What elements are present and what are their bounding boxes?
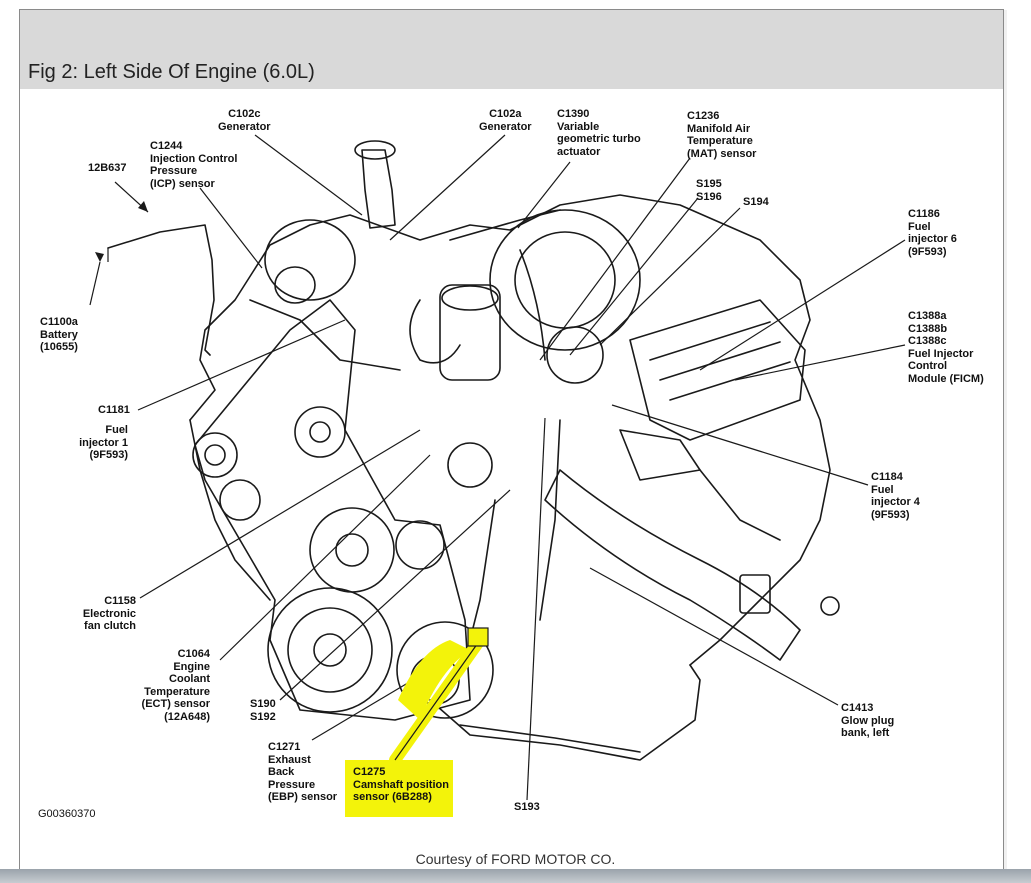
camshaft-sensor-highlight xyxy=(345,760,453,817)
figure-header xyxy=(20,10,1003,89)
label-c1275: C1275 Camshaft position sensor (6B288) xyxy=(353,766,449,803)
label-c1186: C1186 Fuel injector 6 (9F593) xyxy=(908,208,957,258)
label-fuel-injector-1: Fuel injector 1 (9F593) xyxy=(79,424,128,461)
label-c1390: C1390 Variable geometric turbo actuator xyxy=(557,108,641,158)
battery-cable xyxy=(107,224,215,356)
frame-edge xyxy=(1004,10,1007,870)
label-c1413: C1413 Glow plug bank, left xyxy=(841,702,895,739)
label-c102c: C102c Generator xyxy=(218,108,271,133)
serpentine-belt xyxy=(194,299,471,721)
figure-title: Fig 2: Left Side Of Engine (6.0L) xyxy=(28,61,315,83)
pulley-lower xyxy=(396,621,494,719)
label-c102a: C102a Generator xyxy=(479,108,532,133)
label-s193: S193 xyxy=(514,801,540,813)
glow-plug-connector xyxy=(739,574,771,614)
label-c1388: C1388a C1388b C1388c Fuel Injector Contr… xyxy=(908,310,984,385)
label-c1244: C1244 Injection Control Pressure (ICP) s… xyxy=(150,140,238,190)
bottom-bar xyxy=(0,869,1031,883)
pulley-upper-left xyxy=(192,432,238,478)
label-c1181: C1181 xyxy=(98,404,130,416)
label-c1236: C1236 Manifold Air Temperature (MAT) sen… xyxy=(687,110,757,160)
pulley-water-pump xyxy=(309,507,395,593)
valve-cover-ficm xyxy=(629,299,806,441)
label-c1271: C1271 Exhaust Back Pressure (EBP) sensor xyxy=(268,741,338,803)
label-s194: S194 xyxy=(743,196,769,208)
camshaft-leader-highlight xyxy=(389,627,489,766)
oil-pan xyxy=(429,664,701,761)
label-c1100a: C1100a Battery (10655) xyxy=(40,316,78,353)
label-s195-s196: S195 S196 xyxy=(696,178,722,203)
label-s190-s192: S190 S192 xyxy=(250,698,276,723)
label-c1064: C1064 Engine Coolant Temperature (ECT) s… xyxy=(141,648,210,723)
credit-line: Courtesy of FORD MOTOR CO. xyxy=(415,851,616,867)
label-12b637: 12B637 xyxy=(88,162,127,174)
engine-block-outline xyxy=(189,194,831,666)
crank-damper xyxy=(267,587,393,713)
figure-frame xyxy=(19,9,1004,871)
oil-filter-housing xyxy=(439,284,501,381)
generator xyxy=(264,219,356,301)
figure-id: G00360370 xyxy=(38,808,96,820)
label-c1184: C1184 Fuel injector 4 (9F593) xyxy=(871,471,920,521)
fuel-line xyxy=(544,469,801,661)
turbo-housing xyxy=(489,209,641,351)
filler-tube xyxy=(361,149,396,229)
label-c1158: C1158 Electronic fan clutch xyxy=(82,595,136,632)
